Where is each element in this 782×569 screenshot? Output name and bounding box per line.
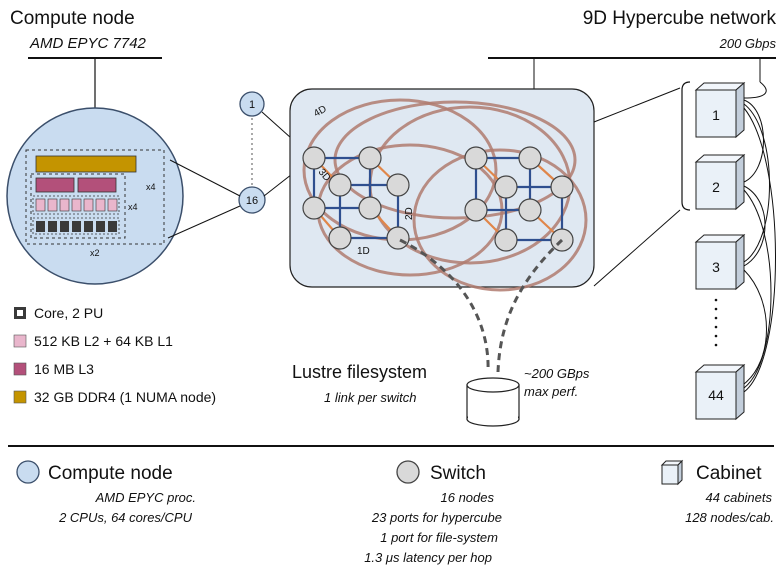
legend-swatch-core-inner [17,310,23,316]
dim-label-2d: 2D [404,207,415,220]
lustre-title: Lustre filesystem [292,362,427,382]
cabinet-label-1: 1 [712,107,720,123]
filesystem-cylinder [466,377,520,427]
legend-cabinet-line-1: 44 cabinets [706,490,773,505]
l2-block-2 [47,198,58,212]
mult-x4-outer: x4 [146,182,156,192]
l2-block-6 [95,198,106,212]
l3-block-1 [35,177,75,193]
legend-compute-node-line-1: AMD EPYC proc. [95,490,196,505]
legend-swatch-l2 [13,334,27,348]
legend-switch-title: Switch [430,463,486,484]
core-block-1 [36,221,45,232]
cabinet-links [743,81,776,393]
fs-link-1 [399,238,490,373]
hypercube-title: 9D Hypercube network [583,8,777,29]
legend-swatch-l3 [13,362,27,376]
memory-bar [35,155,137,173]
core-row-box [32,217,120,235]
node-inner-box [25,149,165,245]
node-circle-16 [238,186,266,214]
legend-compute-node-title: Compute node [48,463,173,484]
legend-switch-icon [396,460,420,484]
lustre-perf-1: ~200 GBps [524,366,590,381]
legend-label-core: Core, 2 PU [34,305,103,321]
core-block-4 [72,221,81,232]
l2-block-5 [83,198,94,212]
core-block-6 [96,221,105,232]
fs-link-2 [496,238,564,373]
legend-label-memory: 32 GB DDR4 (1 NUMA node) [34,389,216,405]
node-circle-1 [239,91,265,117]
l2-block-1 [35,198,46,212]
legend-switch-line-3: 1 port for file-system [380,530,498,545]
legend-switch-line-2: 23 ports for hypercube [371,510,502,525]
legend-cabinet-icon [660,459,684,486]
cabinet-dots [714,298,718,347]
panel-to-cab-top [593,87,681,123]
cabinet-label-3: 3 [712,259,720,275]
cabinet-label-44: 44 [708,387,724,403]
legend-switch-line-1: 16 nodes [441,490,495,505]
compute-node-title: Compute node [10,8,135,29]
mult-x2: x2 [90,248,100,258]
dim-label-1d: 1D [357,246,370,257]
ring-4 [412,148,588,292]
cabinet-44 [694,363,746,421]
legend-cabinet-line-2: 128 nodes/cab. [685,510,774,525]
legend-swatch-memory [13,390,27,404]
cabinet-label-2: 2 [712,179,720,195]
node-label-1: 1 [249,99,255,111]
l2-block-3 [59,198,70,212]
core-block-7 [108,221,117,232]
node-label-16: 16 [246,195,258,207]
ccx-dashed-box [30,173,126,239]
legend-compute-node-line-2: 2 CPUs, 64 cores/CPU [58,510,193,525]
legend-cabinet-title: Cabinet [696,463,762,484]
cabinet-bracket [681,81,691,211]
legend-label-l3: 16 MB L3 [34,361,94,377]
l3-block-2 [77,177,117,193]
mult-x4-inner: x4 [128,202,138,212]
core-block-3 [60,221,69,232]
cabinet-2 [694,153,746,211]
cabinet-1 [694,81,746,139]
panel-to-cab-bottom [593,209,681,287]
core-block-2 [48,221,57,232]
l2-block-4 [71,198,82,212]
legend-compute-node-icon [16,460,40,484]
lustre-subtitle: 1 link per switch [324,390,416,405]
lustre-perf-2: max perf. [524,384,578,399]
legend-switch-line-4: 1.3 μs latency per hop [364,550,492,565]
zoom-line-top [169,159,241,197]
hypercube-subtitle: 200 Gbps [719,36,777,51]
ring-5 [333,100,577,220]
legend-label-l2: 512 KB L2 + 64 KB L1 [34,333,173,349]
core-block-5 [84,221,93,232]
cabinet-3 [694,233,746,291]
l2-block-7 [107,198,118,212]
zoom-line-bottom [167,205,241,239]
compute-node-subtitle: AMD EPYC 7742 [29,35,147,52]
